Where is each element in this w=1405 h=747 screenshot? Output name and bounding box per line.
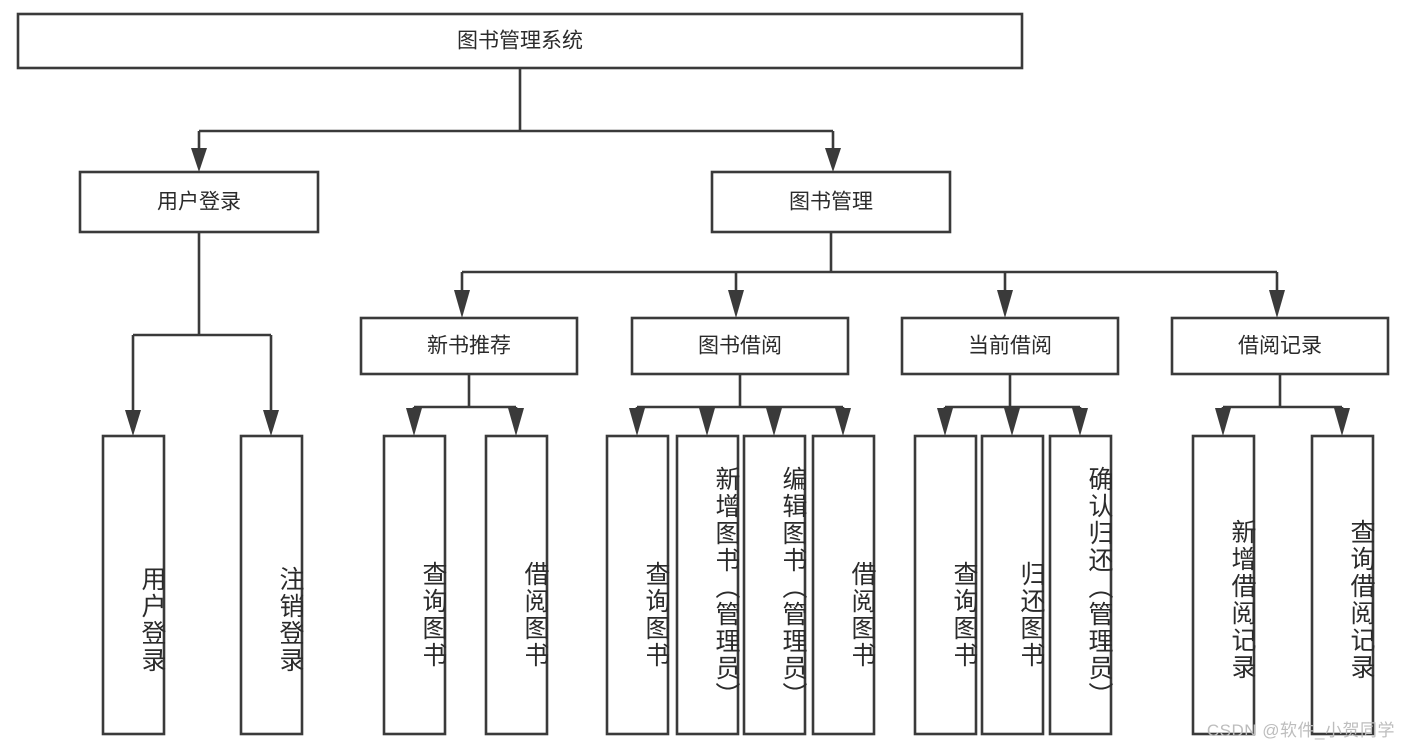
node-root-label: 图书管理系统	[457, 30, 583, 53]
node-current-borrow-label: 当前借阅	[968, 335, 1052, 358]
node-book-manage-label: 图书管理	[789, 191, 873, 214]
leaf-box-query-book-rec[interactable]	[382, 434, 447, 736]
leaf-box-query-book-borrow[interactable]	[605, 434, 670, 736]
node-book-borrow-label: 图书借阅	[698, 335, 782, 358]
leaf-box-confirm-return-admin[interactable]	[1048, 434, 1113, 736]
node-current-borrow-box[interactable]	[900, 316, 1120, 376]
connector-root-to-level2	[191, 68, 841, 172]
node-borrow-record[interactable]: 借阅记录	[1170, 316, 1390, 376]
leaf-box-edit-book-admin[interactable]	[742, 434, 807, 736]
leaf-box-user-login[interactable]	[101, 434, 166, 736]
node-current-borrow[interactable]: 当前借阅	[900, 316, 1120, 376]
connector-book-manage-to-level3	[454, 232, 1285, 318]
connector-user-login-to-leaves	[125, 232, 279, 436]
node-root[interactable]: 图书管理系统	[16, 12, 1024, 70]
node-borrow-record-label: 借阅记录	[1238, 335, 1322, 358]
leaf-box-add-borrow-record[interactable]	[1191, 434, 1256, 736]
node-user-login[interactable]: 用户登录	[78, 170, 320, 234]
leaf-box-logout[interactable]	[239, 434, 304, 736]
node-user-login-label: 用户登录	[157, 191, 241, 214]
arrow-to-user-login	[191, 148, 207, 172]
node-root-box[interactable]	[16, 12, 1024, 70]
csdn-watermark: CSDN @软件_小贺同学	[1206, 721, 1395, 740]
connector-book-borrow-to-leaves	[629, 374, 851, 436]
leaf-box-borrow-book-rec[interactable]	[484, 434, 549, 736]
leaf-box-query-borrow-record[interactable]	[1310, 434, 1375, 736]
node-book-manage[interactable]: 图书管理	[710, 170, 952, 234]
node-new-book-recommend-box[interactable]	[359, 316, 579, 376]
connector-current-borrow-to-leaves	[937, 374, 1088, 436]
node-book-borrow[interactable]: 图书借阅	[630, 316, 850, 376]
leaf-box-borrow-book[interactable]	[811, 434, 876, 736]
connector-new-book-recommend-to-leaves	[406, 374, 524, 436]
leaf-box-return-book[interactable]	[980, 434, 1045, 736]
node-new-book-recommend-label: 新书推荐	[427, 335, 511, 358]
arrow-to-book-manage	[825, 148, 841, 172]
node-new-book-recommend[interactable]: 新书推荐	[359, 316, 579, 376]
leaf-box-query-book-current[interactable]	[913, 434, 978, 736]
connector-borrow-record-to-leaves	[1215, 374, 1350, 436]
node-user-login-box[interactable]	[78, 170, 320, 234]
leaf-box-add-book-admin[interactable]	[675, 434, 740, 736]
